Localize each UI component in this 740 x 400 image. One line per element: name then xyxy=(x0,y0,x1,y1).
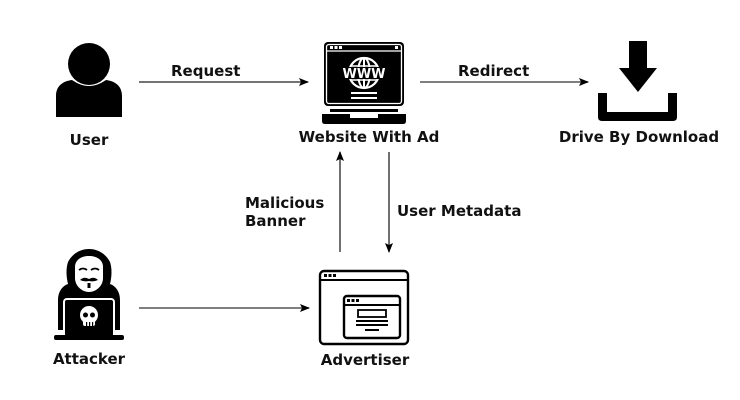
node-label-website: Website With Ad xyxy=(298,128,440,146)
browser-window-icon xyxy=(318,269,410,346)
download-icon xyxy=(598,41,677,121)
edge-label-malicious-banner-line1: Malicious xyxy=(245,194,325,212)
edge-label-malicious-banner-line2: Banner xyxy=(245,212,306,230)
node-label-attacker: Attacker xyxy=(52,350,126,368)
node-label-advertiser: Advertiser xyxy=(320,351,410,369)
edge-label-redirect: Redirect xyxy=(458,62,530,80)
edge-label-request: Request xyxy=(171,62,241,80)
node-label-user: User xyxy=(69,131,109,149)
node-label-download: Drive By Download xyxy=(558,128,720,146)
hacker-icon xyxy=(54,249,124,340)
www-text: WWW xyxy=(342,67,385,82)
user-icon xyxy=(56,43,122,117)
website-laptop-icon: WWW xyxy=(322,42,406,124)
edge-label-user-metadata: User Metadata xyxy=(397,202,522,220)
